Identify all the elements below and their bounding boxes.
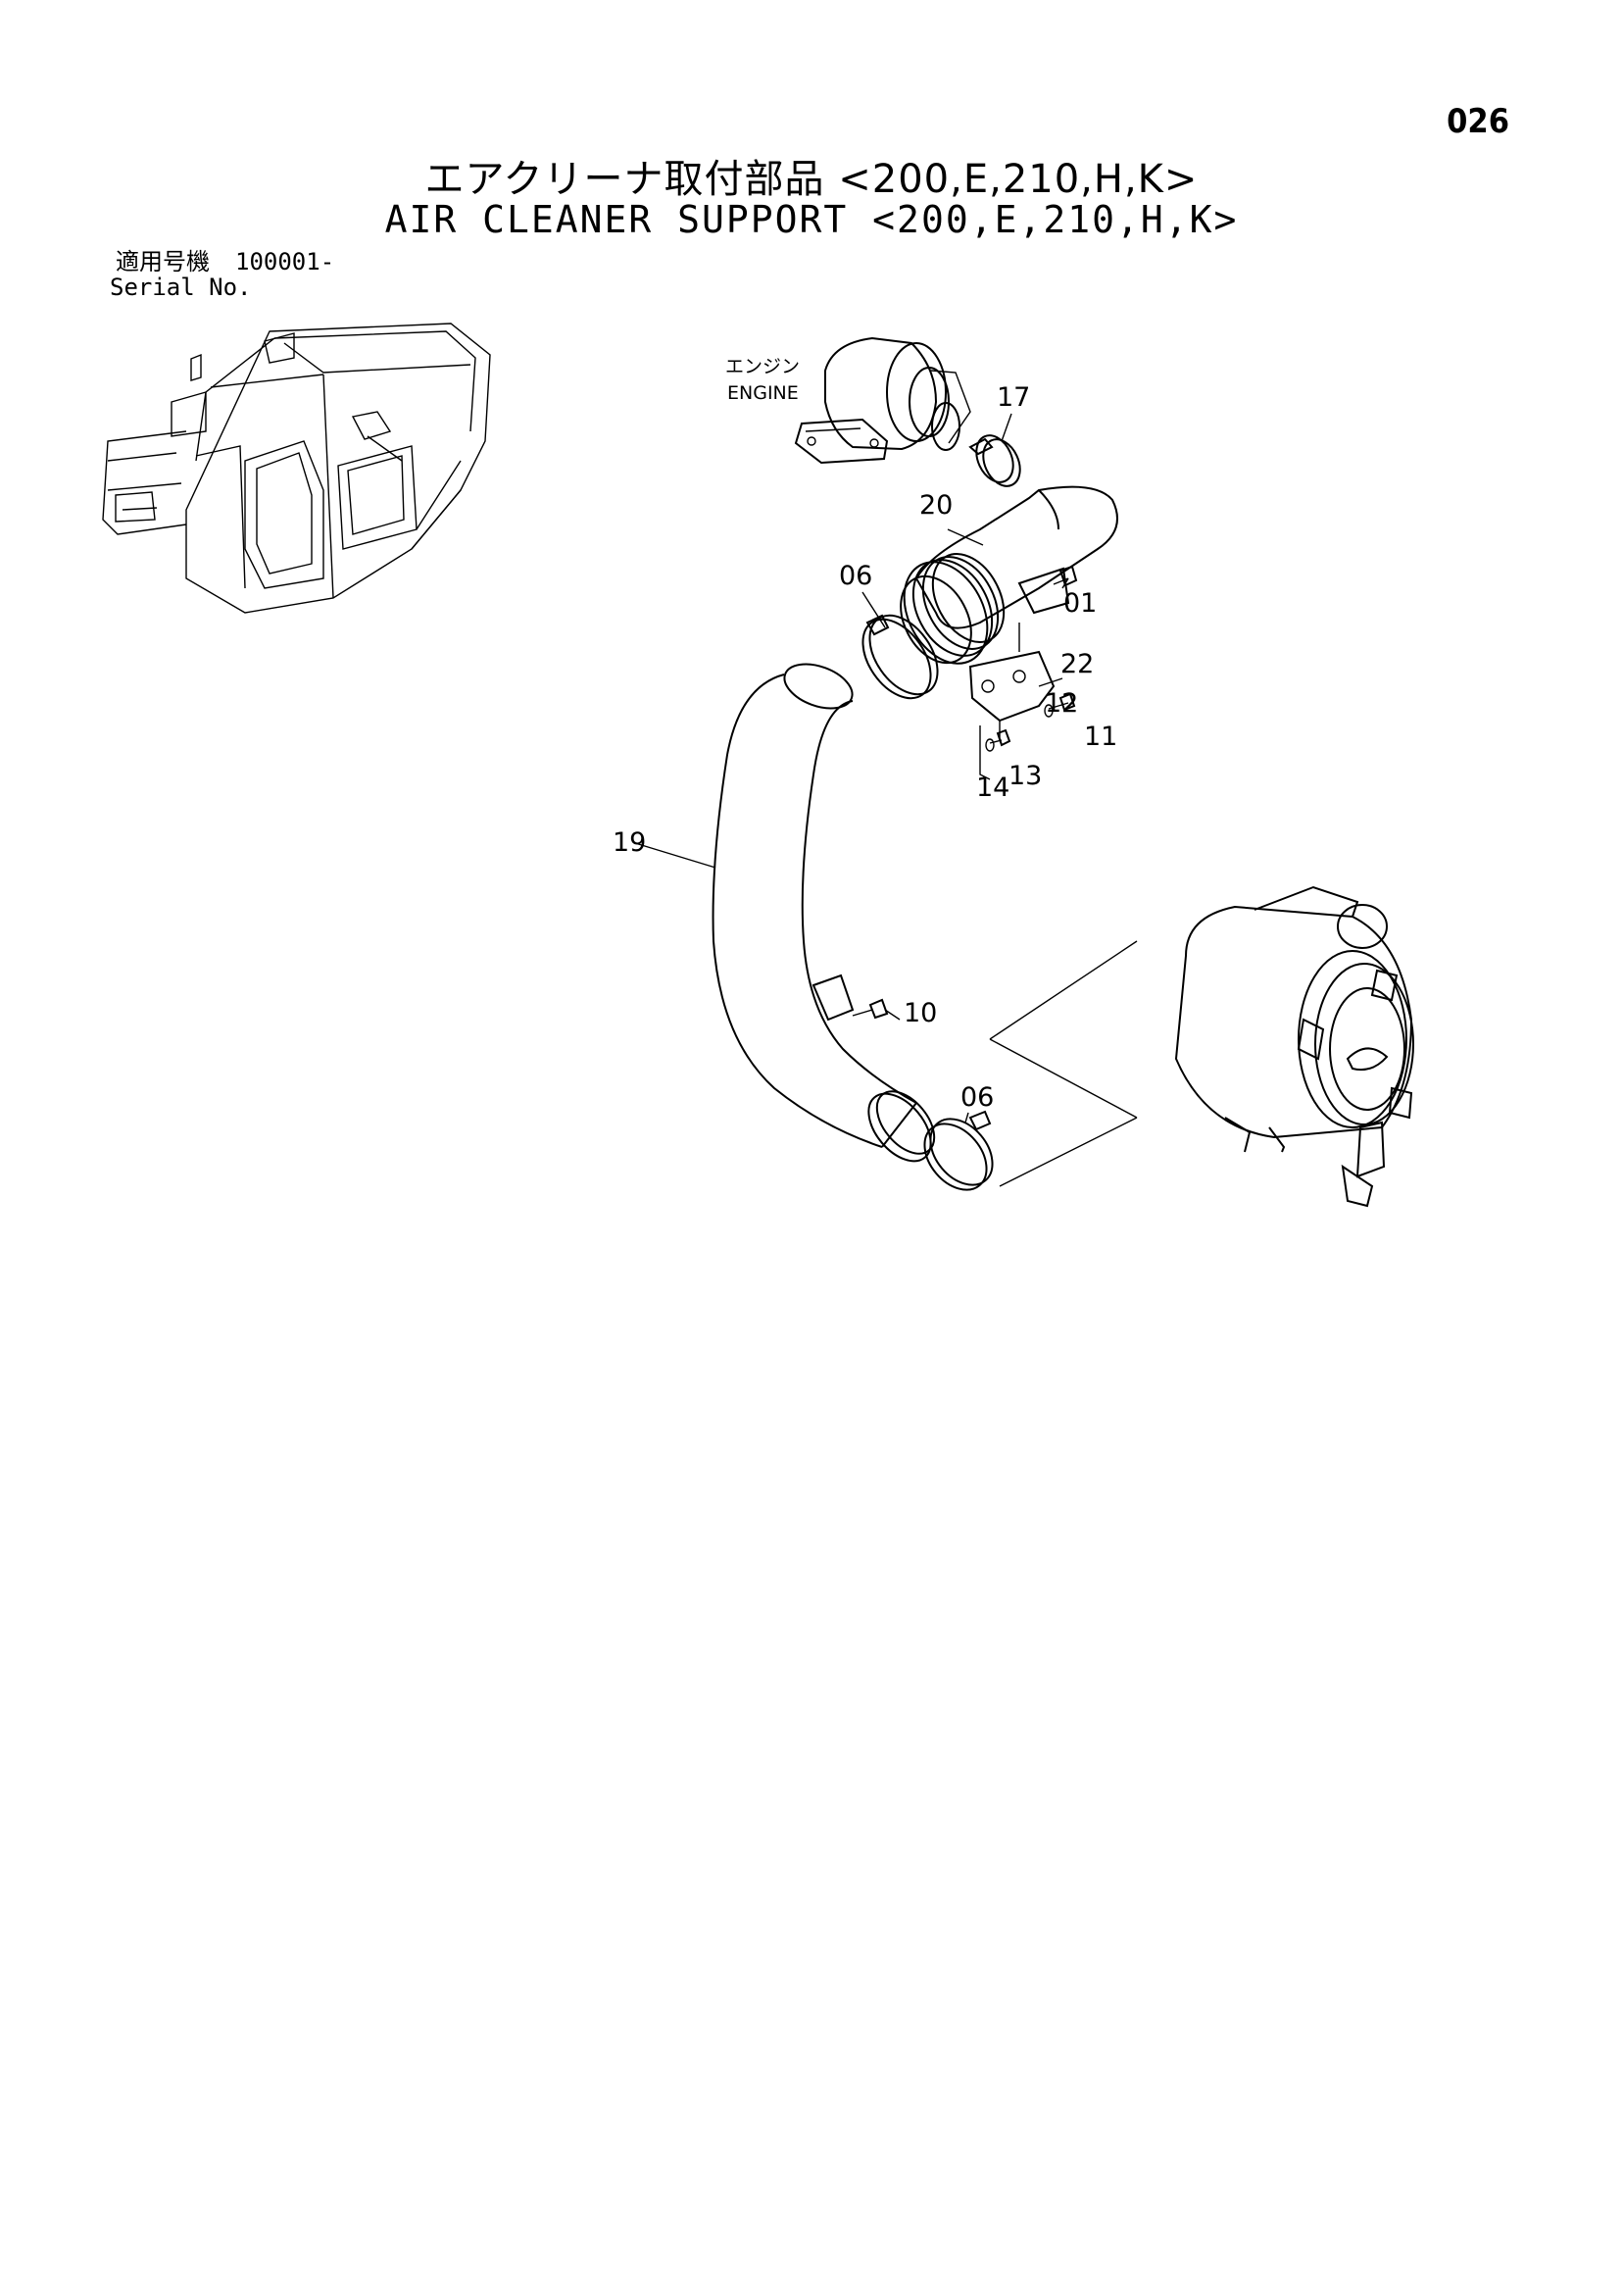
mounting-bracket-part [968,623,1056,740]
callout-14: 14 [976,773,1009,803]
hose-clamp-part [923,1110,994,1191]
callout-12: 12 [1045,688,1078,719]
serial-value: 100001- [235,248,335,275]
bolt-and-washer-part [979,725,1011,780]
hose-clamp-part [968,434,1021,487]
bolt-part [852,998,889,1020]
intake-pipe-part [712,663,936,1163]
excavator-location-illustration [102,323,491,614]
engine-turbo-outlet [794,336,971,465]
callout-10: 10 [904,998,937,1028]
serial-label-english: Serial No. [110,274,252,301]
bolt-part [1053,565,1078,587]
page-number: 026 [1447,102,1509,141]
serial-number-block: 適用号機 100001- Serial No. [110,248,335,300]
callout-11: 11 [1084,722,1117,752]
air-cleaner-assembly [1174,885,1414,1208]
intake-elbow-hose-part [900,485,1118,665]
callout-06-lower: 06 [960,1082,994,1113]
callout-17: 17 [997,382,1030,413]
page-title-japanese: エアクリーナ取付部品 <200,E,210,H,K> [424,157,1199,202]
bolt-and-washer-part [1044,692,1076,718]
connection-leader-lines [989,940,1138,1187]
serial-label-japanese: 適用号機 [116,248,210,275]
hose-clamp-part [861,614,939,700]
page-title-english: AIR CLEANER SUPPORT <200,E,210,H,K> [384,198,1239,241]
engine-label-english: ENGINE [727,382,799,404]
callout-06-upper: 06 [839,561,872,591]
callout-22: 22 [1060,649,1094,679]
callout-19: 19 [613,827,646,858]
engine-label-japanese: エンジン [725,356,800,377]
callout-01: 01 [1063,588,1097,619]
callout-leaders [634,413,1069,1123]
callout-20: 20 [919,490,953,521]
callout-13: 13 [1008,761,1042,791]
